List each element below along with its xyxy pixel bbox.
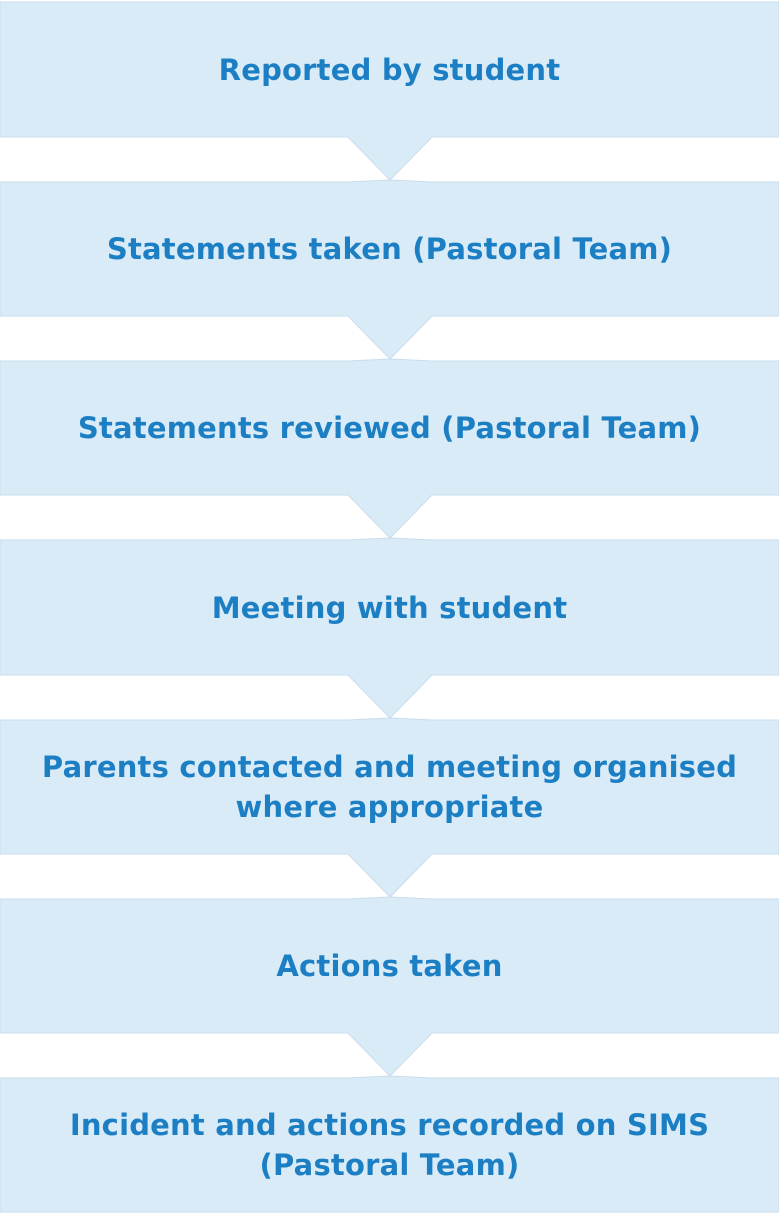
step-box-3 bbox=[0, 358, 779, 539]
step-label-actions-taken: Actions taken bbox=[276, 949, 503, 983]
step-label-reported: Reported by student bbox=[218, 52, 561, 87]
step-2: Statements taken (Pastoral Team) bbox=[0, 182, 779, 316]
step-box-5 bbox=[0, 717, 779, 898]
step-label-parents-contacted: Parents contacted and meeting organised … bbox=[41, 750, 738, 824]
step-box-4 bbox=[0, 537, 779, 719]
step-6: Actions taken bbox=[0, 899, 779, 1033]
step-1: Reported by student bbox=[0, 2, 779, 137]
step-box-1 bbox=[0, 1, 779, 181]
step-7: Incident and actions recorded on SIMS (P… bbox=[0, 1078, 779, 1212]
step-3: Statements reviewed (Pastoral Team) bbox=[0, 361, 779, 495]
step-box-7 bbox=[0, 1075, 779, 1213]
step-label-recorded-sims: Incident and actions recorded on SIMS (P… bbox=[69, 1108, 710, 1182]
step-label-statements-taken: Statements taken (Pastoral Team) bbox=[106, 232, 673, 266]
step-box-6 bbox=[0, 896, 779, 1077]
step-label-meeting: Meeting with student bbox=[211, 590, 568, 625]
step-5: Parents contacted and meeting organised … bbox=[0, 720, 779, 854]
step-label-statements-reviewed: Statements reviewed (Pastoral Team) bbox=[77, 411, 702, 445]
step-4: Meeting with student bbox=[0, 540, 779, 675]
step-box-2 bbox=[0, 179, 779, 360]
